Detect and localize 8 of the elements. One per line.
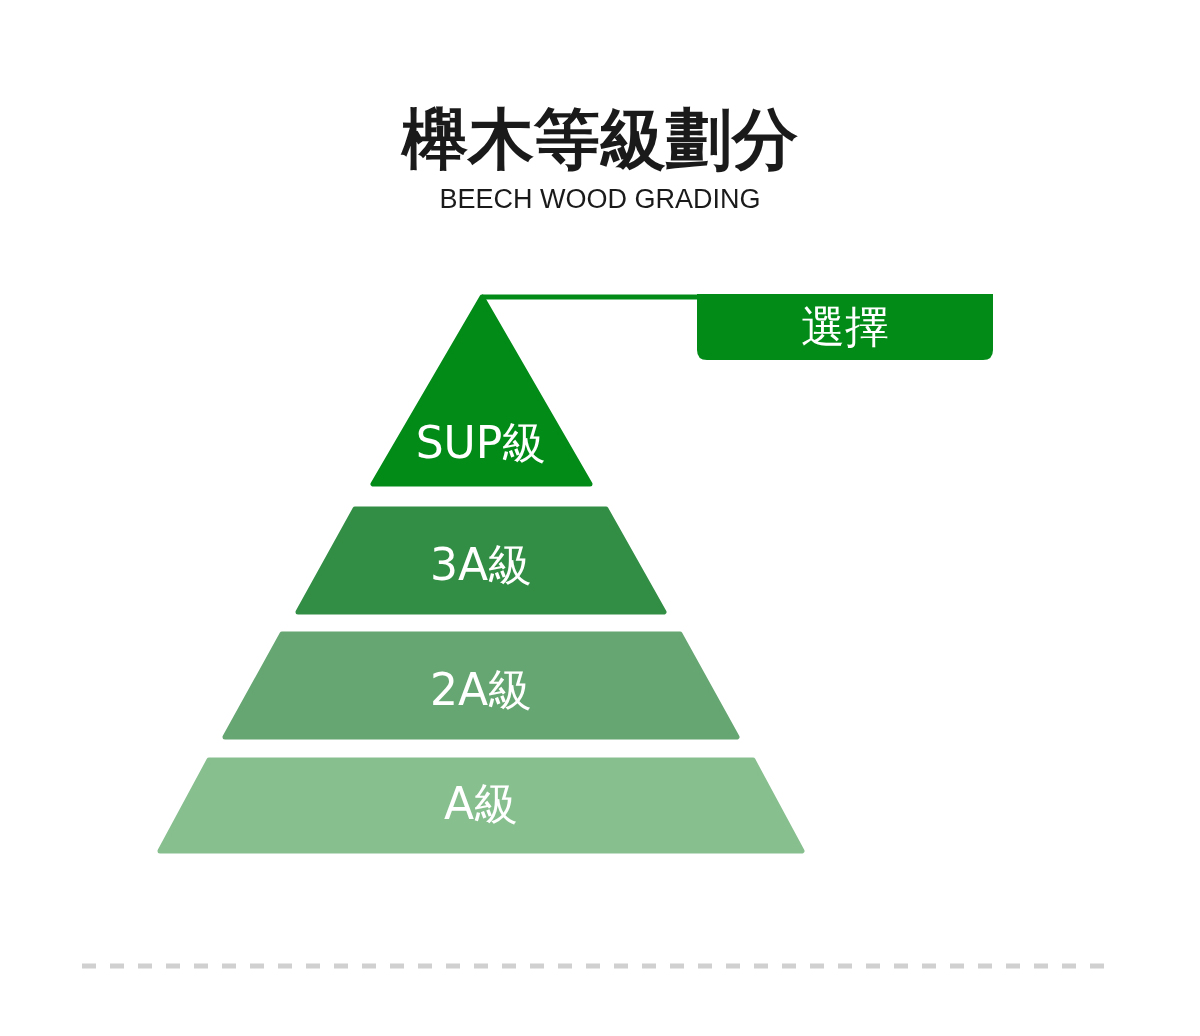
tier-label: 2A級 <box>429 664 533 715</box>
tier-label: A級 <box>443 778 519 829</box>
tier-label: 3A級 <box>429 539 533 590</box>
connector-line <box>482 294 697 300</box>
title: 櫸木等級劃分 <box>400 100 799 180</box>
subtitle: BEECH WOOD GRADING <box>439 184 761 214</box>
tag-label: 選擇 <box>801 301 889 352</box>
tier-label: SUP級 <box>415 417 547 468</box>
